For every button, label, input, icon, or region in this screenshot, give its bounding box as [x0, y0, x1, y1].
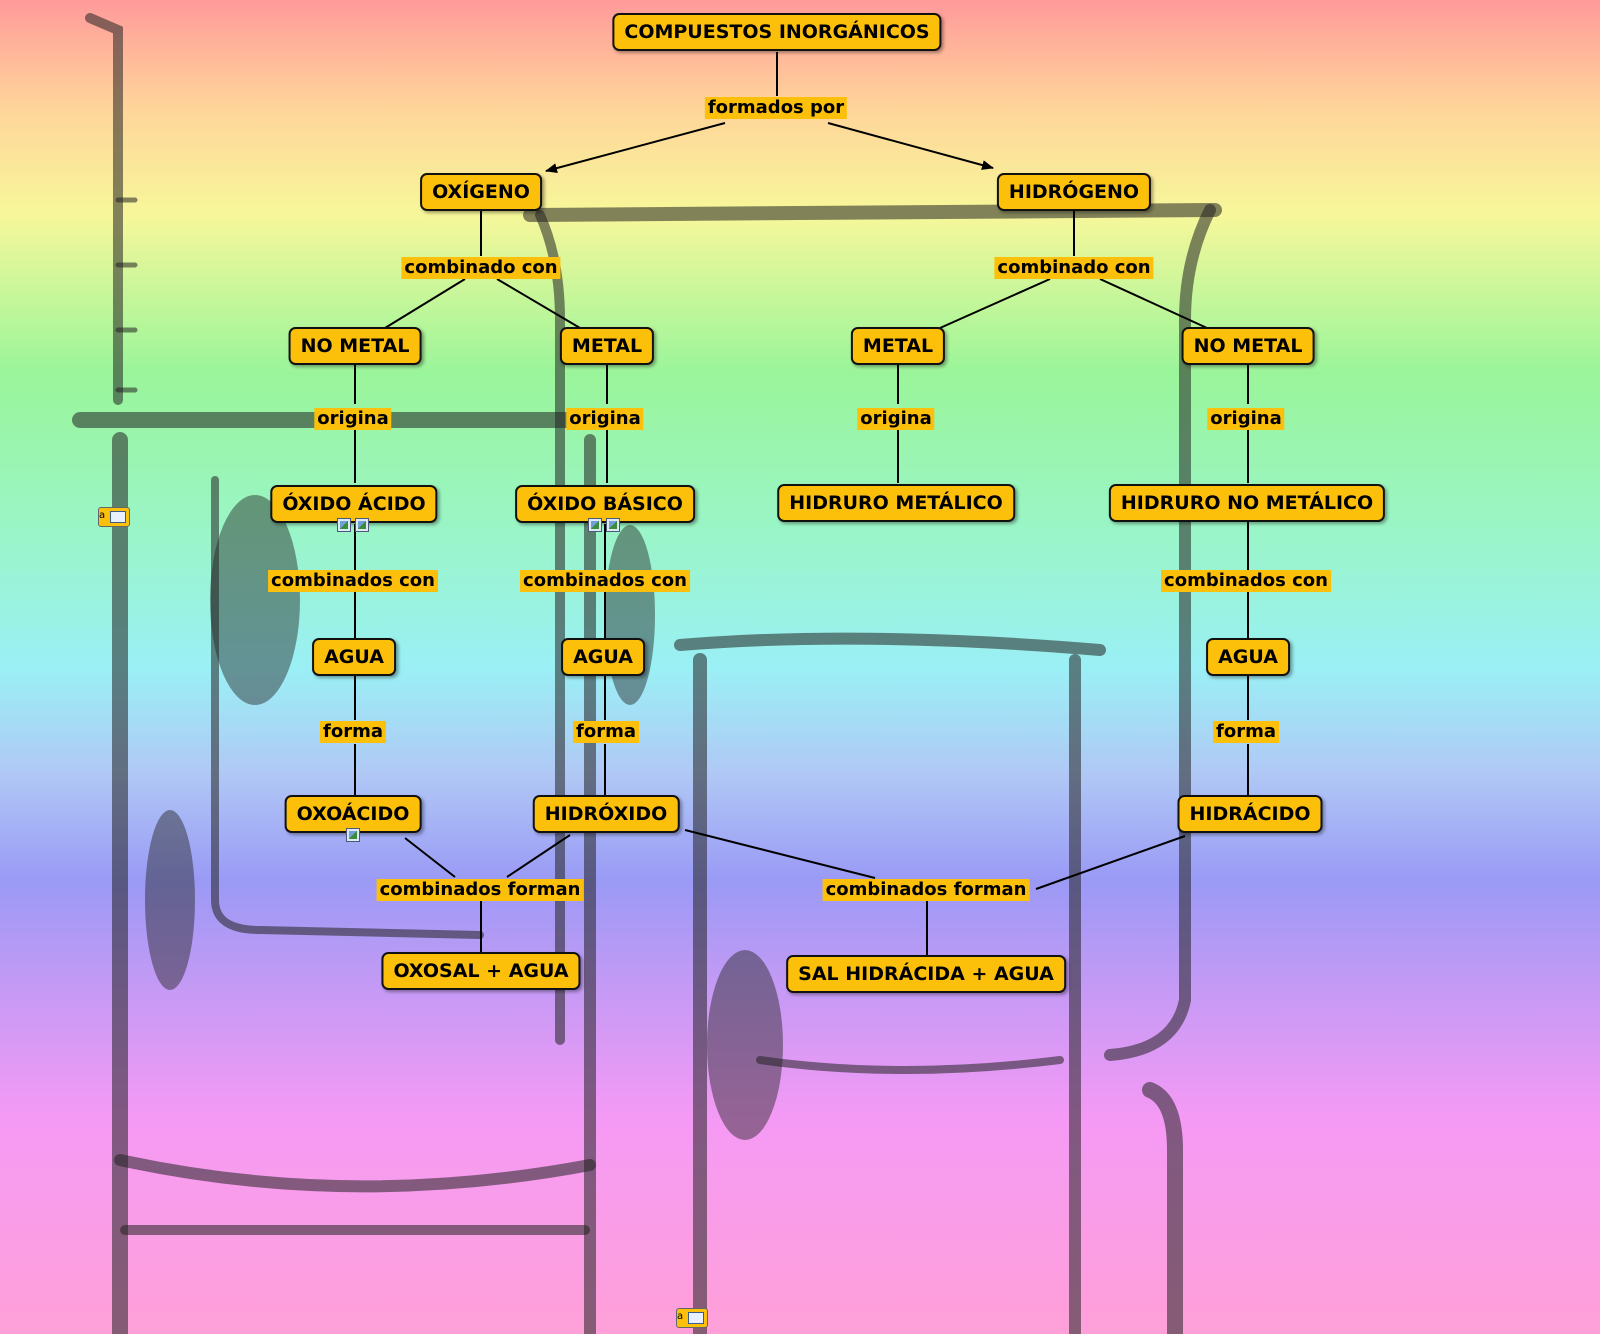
node-compuestos-inorganicos[interactable]: COMPUESTOS INORGÁNICOS — [612, 13, 942, 51]
link-origina-4[interactable]: origina — [1207, 408, 1285, 430]
node-agua-2[interactable]: AGUA — [561, 638, 645, 676]
node-hidruro-metalico[interactable]: HIDRURO METÁLICO — [777, 484, 1015, 522]
node-hidruro-no-metalico[interactable]: HIDRURO NO METÁLICO — [1108, 484, 1386, 522]
link-combinado-con-oxigeno[interactable]: combinado con — [401, 257, 561, 279]
node-hidrogeno-metal[interactable]: METAL — [850, 327, 946, 365]
link-forma-1[interactable]: forma — [320, 721, 386, 743]
node-sal-hidracida-agua[interactable]: SAL HIDRÁCIDA + AGUA — [786, 955, 1066, 993]
link-combinados-con-2[interactable]: combinados con — [520, 570, 690, 592]
image-resource-icon[interactable] — [346, 828, 360, 842]
node-oxido-acido[interactable]: ÓXIDO ÁCIDO — [270, 485, 438, 523]
link-combinados-con-3[interactable]: combinados con — [1161, 570, 1331, 592]
link-combinados-forman-1[interactable]: combinados forman — [376, 879, 584, 901]
link-origina-3[interactable]: origina — [857, 408, 935, 430]
document-resource-icon[interactable] — [606, 518, 620, 532]
image-resource-icon[interactable] — [337, 518, 351, 532]
node-hidrogeno-no-metal[interactable]: NO METAL — [1181, 327, 1315, 365]
node-agua-1[interactable]: AGUA — [312, 638, 396, 676]
link-combinado-con-hidrogeno[interactable]: combinado con — [994, 257, 1154, 279]
note-icon[interactable]: a — [98, 507, 130, 527]
node-agua-3[interactable]: AGUA — [1206, 638, 1290, 676]
link-forma-3[interactable]: forma — [1213, 721, 1279, 743]
link-combinados-con-1[interactable]: combinados con — [268, 570, 438, 592]
image-resource-icon[interactable] — [588, 518, 602, 532]
node-hidroxido[interactable]: HIDRÓXIDO — [532, 795, 680, 833]
node-oxido-basico[interactable]: ÓXIDO BÁSICO — [515, 485, 695, 523]
note-icon-label: a — [99, 510, 106, 521]
node-hidracido[interactable]: HIDRÁCIDO — [1177, 795, 1323, 833]
document-resource-icon[interactable] — [355, 518, 369, 532]
node-oxoacido[interactable]: OXOÁCIDO — [284, 795, 422, 833]
note-icon[interactable]: a — [676, 1308, 708, 1328]
link-origina-1[interactable]: origina — [314, 408, 392, 430]
node-oxigeno[interactable]: OXÍGENO — [420, 173, 542, 211]
link-formados-por[interactable]: formados por — [704, 97, 848, 119]
link-forma-2[interactable]: forma — [573, 721, 639, 743]
note-icon-label: a — [677, 1311, 684, 1322]
node-oxosal-agua[interactable]: OXOSAL + AGUA — [381, 952, 581, 990]
node-oxigeno-metal[interactable]: METAL — [559, 327, 655, 365]
node-hidrogeno[interactable]: HIDRÓGENO — [996, 173, 1152, 211]
link-combinados-forman-2[interactable]: combinados forman — [822, 879, 1030, 901]
link-origina-2[interactable]: origina — [566, 408, 644, 430]
node-oxigeno-no-metal[interactable]: NO METAL — [288, 327, 422, 365]
